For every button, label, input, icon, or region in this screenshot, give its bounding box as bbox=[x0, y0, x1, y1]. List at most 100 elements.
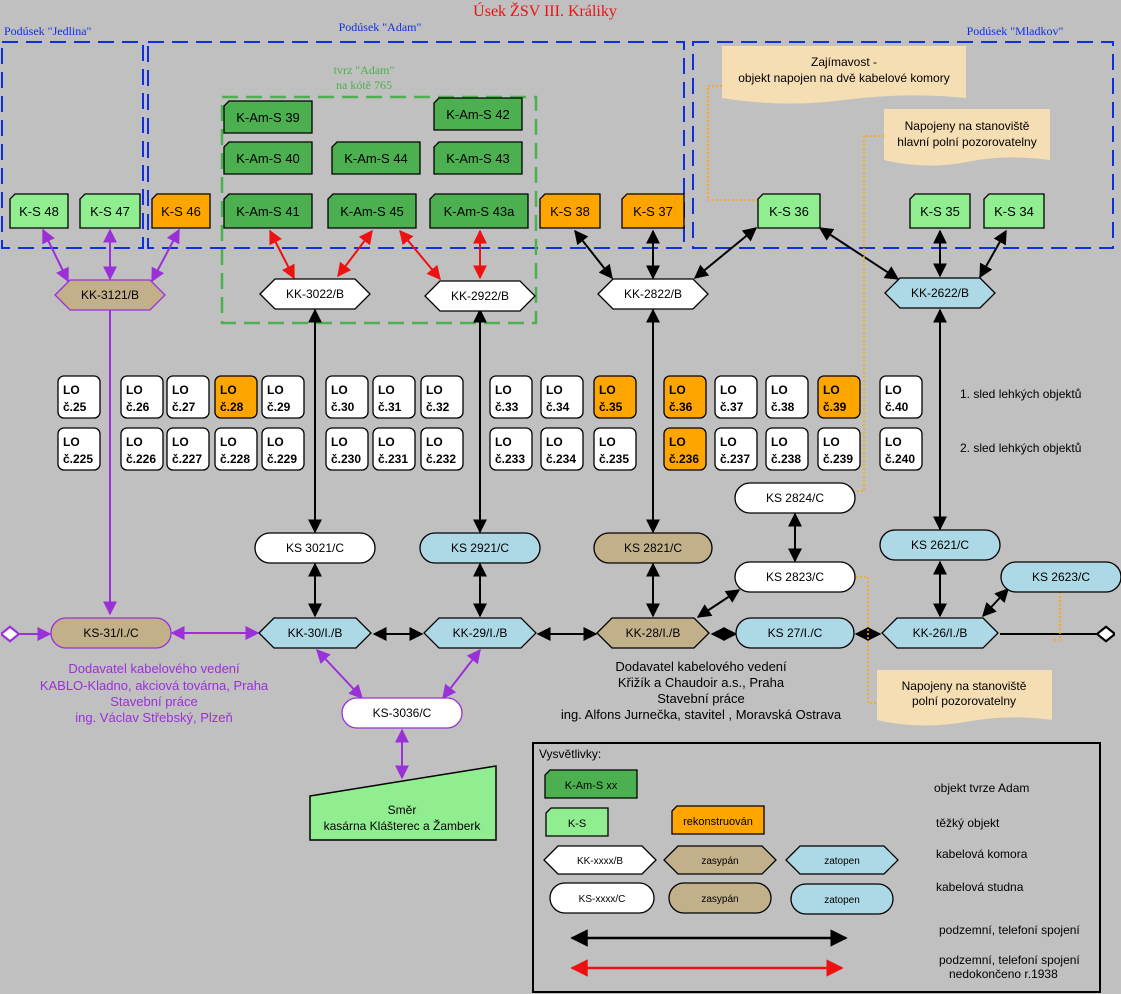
lo-lo-232: LOč.232 bbox=[420, 427, 464, 471]
diagram-title: Úsek ŽSV III. Králiky bbox=[473, 1, 617, 20]
chamber-kk-2922-b: KK-2922/B bbox=[424, 280, 536, 312]
svg-text:LO: LO bbox=[495, 435, 512, 449]
svg-text:K-S: K-S bbox=[568, 818, 586, 830]
svg-text:č.35: č.35 bbox=[599, 400, 623, 414]
svg-text:KS 3021/C: KS 3021/C bbox=[286, 541, 344, 555]
lo-lo-31: LOč.31 bbox=[372, 375, 416, 419]
svg-text:č.227: č.227 bbox=[172, 452, 202, 466]
svg-text:č.234: č.234 bbox=[546, 452, 576, 466]
svg-text:KK-30/I./B: KK-30/I./B bbox=[288, 626, 343, 640]
svg-text:podzemní, telefoní spojení: podzemní, telefoní spojení bbox=[939, 953, 1080, 967]
lo-lo-236: LO č.236 bbox=[663, 427, 707, 471]
svg-text:č.226: č.226 bbox=[126, 452, 156, 466]
svg-text:LO: LO bbox=[599, 383, 616, 397]
lo-lo-38: LOč.38 bbox=[765, 375, 809, 419]
svg-text:č.228: č.228 bbox=[220, 452, 250, 466]
heavy-object-k-s-46: K-S 46 bbox=[151, 193, 211, 229]
svg-text:KS 2821/C: KS 2821/C bbox=[624, 541, 682, 555]
fort-object-k-am-s-42: K-Am-S 42 bbox=[433, 97, 523, 131]
svg-text:č.233: č.233 bbox=[495, 452, 525, 466]
note-zajimavost: Zajímavost - objekt napojen na dvě kabel… bbox=[722, 46, 966, 104]
svg-text:KABLO-Kladno, akciová továrna,: KABLO-Kladno, akciová továrna, Praha bbox=[40, 678, 269, 693]
lo-lo-234: LO č.234 bbox=[540, 427, 584, 471]
well-ks-2823-c: KS 2823/C bbox=[734, 561, 856, 593]
supplier-left: Dodavatel kabelového vedení KABLO-Kladno… bbox=[40, 661, 269, 725]
heavy-object-k-s-47: K-S 47 bbox=[79, 193, 141, 229]
svg-text:č.36: č.36 bbox=[669, 400, 693, 414]
svg-text:KK-xxxx/B: KK-xxxx/B bbox=[577, 856, 623, 867]
chamber-kk-29-i-b: KK-29/I./B bbox=[423, 617, 537, 649]
svg-text:KS-xxxx/C: KS-xxxx/C bbox=[579, 894, 626, 905]
legend-well-sample: KS-xxxx/C bbox=[549, 882, 655, 914]
svg-text:KK-2922/B: KK-2922/B bbox=[451, 289, 509, 303]
svg-text:podzemní, telefoní spojení: podzemní, telefoní spojení bbox=[939, 923, 1080, 937]
fort-label-line1: tvrz "Adam" bbox=[334, 63, 395, 77]
chamber-kk-2622-b: KK-2622/B bbox=[884, 277, 996, 309]
lo-lo-36: LOč.36 bbox=[663, 375, 707, 419]
chamber-kk-26-i-b: KK-26/I./B bbox=[881, 617, 999, 649]
fort-label-line2: na kótě 765 bbox=[336, 78, 392, 92]
svg-text:LO: LO bbox=[546, 435, 563, 449]
svg-text:č.236: č.236 bbox=[669, 452, 699, 466]
svg-text:č.40: č.40 bbox=[885, 400, 909, 414]
svg-text:K-S 36: K-S 36 bbox=[769, 204, 809, 219]
sled-2-label: 2. sled lehkých objektů bbox=[960, 441, 1081, 455]
svg-text:č.239: č.239 bbox=[823, 452, 853, 466]
svg-text:nedokončeno r.1938: nedokončeno r.1938 bbox=[949, 967, 1058, 981]
legend-chamber-flooded: zatopen bbox=[785, 845, 899, 875]
lo-lo-237: LOč.237 bbox=[714, 427, 758, 471]
svg-text:K-S 46: K-S 46 bbox=[161, 204, 201, 219]
svg-text:LO: LO bbox=[599, 435, 616, 449]
svg-text:LO: LO bbox=[426, 435, 443, 449]
svg-text:KK-2622/B: KK-2622/B bbox=[911, 286, 969, 300]
legend-well-flooded: zatopen bbox=[790, 883, 894, 915]
svg-text:č.31: č.31 bbox=[378, 400, 402, 414]
heavy-object-k-s-38: K-S 38 bbox=[539, 193, 601, 229]
svg-text:č.240: č.240 bbox=[885, 452, 915, 466]
svg-text:č.34: č.34 bbox=[546, 400, 570, 414]
svg-text:KS-31/I./C: KS-31/I./C bbox=[83, 626, 139, 640]
frame-jedlina bbox=[1, 41, 144, 249]
svg-text:Napojeny na stanoviště: Napojeny na stanoviště bbox=[905, 119, 1030, 133]
svg-text:Křižík a Chaudoir a.s., Praha: Křižík a Chaudoir a.s., Praha bbox=[618, 675, 785, 690]
lo-lo-29: LOč.29 bbox=[261, 375, 305, 419]
svg-text:LO: LO bbox=[220, 435, 237, 449]
chamber-kk-28-i-b: KK-28/I./B bbox=[596, 617, 710, 649]
lo-lo-240: LOč.240 bbox=[879, 427, 923, 471]
chamber-kk-3121-b: KK-3121/B bbox=[54, 279, 166, 311]
svg-text:LO: LO bbox=[172, 383, 189, 397]
well-ks-2623-c: KS 2623/C bbox=[1000, 561, 1121, 593]
svg-text:KK-3121/B: KK-3121/B bbox=[81, 288, 139, 302]
svg-text:zatopen: zatopen bbox=[824, 895, 860, 906]
well-ks-3036-c: KS-3036/C bbox=[341, 697, 463, 729]
svg-text:K-S 37: K-S 37 bbox=[633, 204, 673, 219]
svg-text:LO: LO bbox=[126, 435, 143, 449]
svg-text:č.27: č.27 bbox=[172, 400, 196, 414]
svg-text:č.237: č.237 bbox=[720, 452, 750, 466]
svg-text:KK-2822/B: KK-2822/B bbox=[624, 287, 682, 301]
label-jedlina: Podúsek "Jedlina" bbox=[4, 24, 92, 38]
svg-text:KS 2921/C: KS 2921/C bbox=[451, 541, 509, 555]
svg-text:Dodavatel kabelového vedení: Dodavatel kabelového vedení bbox=[68, 661, 240, 676]
svg-text:LO: LO bbox=[63, 383, 80, 397]
heavy-object-k-s-37: K-S 37 bbox=[621, 193, 685, 229]
svg-text:č.29: č.29 bbox=[267, 400, 291, 414]
svg-text:č.30: č.30 bbox=[331, 400, 355, 414]
well-ks-31-i-c: KS-31/I./C bbox=[50, 617, 172, 649]
fort-object-k-am-s-43a: K-Am-S 43a bbox=[429, 193, 529, 229]
fort-object-k-am-s-39: K-Am-S 39 bbox=[223, 100, 313, 134]
svg-text:LO: LO bbox=[126, 383, 143, 397]
svg-text:kabelová studna: kabelová studna bbox=[936, 880, 1024, 894]
svg-text:č.39: č.39 bbox=[823, 400, 847, 414]
direction-box: Směr kasárna Klášterec a Žamberk bbox=[309, 765, 497, 841]
svg-text:LO: LO bbox=[771, 383, 788, 397]
svg-text:LO: LO bbox=[669, 435, 686, 449]
lo-lo-239: LOč.239 bbox=[817, 427, 861, 471]
fort-object-k-am-s-40: K-Am-S 40 bbox=[223, 141, 313, 175]
chamber-kk-2822-b: KK-2822/B bbox=[597, 278, 709, 310]
heavy-object-k-s-34: K-S 34 bbox=[983, 193, 1045, 229]
chamber-kk-3022-b: KK-3022/B bbox=[259, 278, 371, 310]
svg-text:Směr: Směr bbox=[388, 803, 417, 817]
legend-chamber-buried: zasypán bbox=[663, 845, 777, 875]
svg-text:těžký objekt: těžký objekt bbox=[936, 816, 1000, 830]
